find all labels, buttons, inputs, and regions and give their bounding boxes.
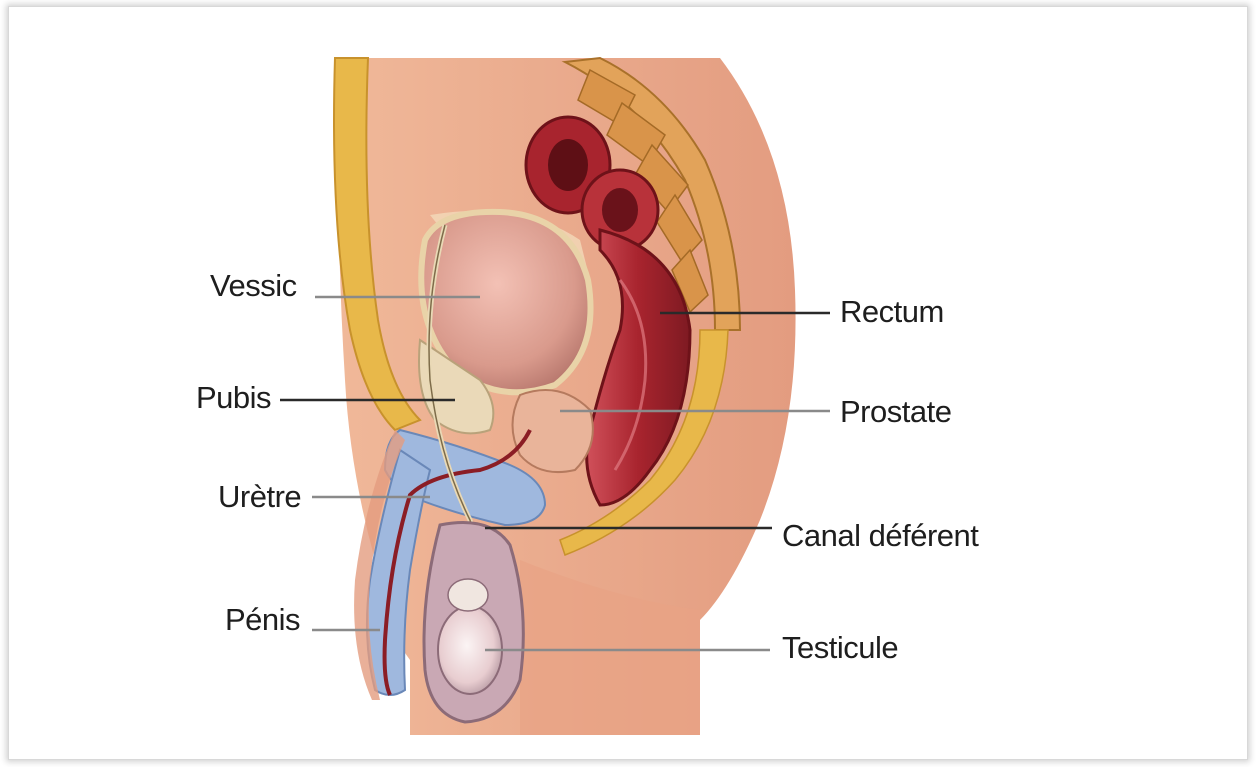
scrotum [424, 523, 523, 723]
label-uretre: Urètre [218, 479, 301, 514]
label-testicule: Testicule [782, 630, 898, 665]
label-pubis: Pubis [196, 380, 271, 415]
label-vessie: Vessic [210, 268, 297, 303]
label-penis: Pénis [225, 602, 300, 637]
label-rectum: Rectum [840, 294, 944, 329]
label-prostate: Prostate [840, 394, 951, 429]
label-canal-deferent: Canal déférent [782, 518, 979, 553]
prostate [513, 390, 593, 472]
